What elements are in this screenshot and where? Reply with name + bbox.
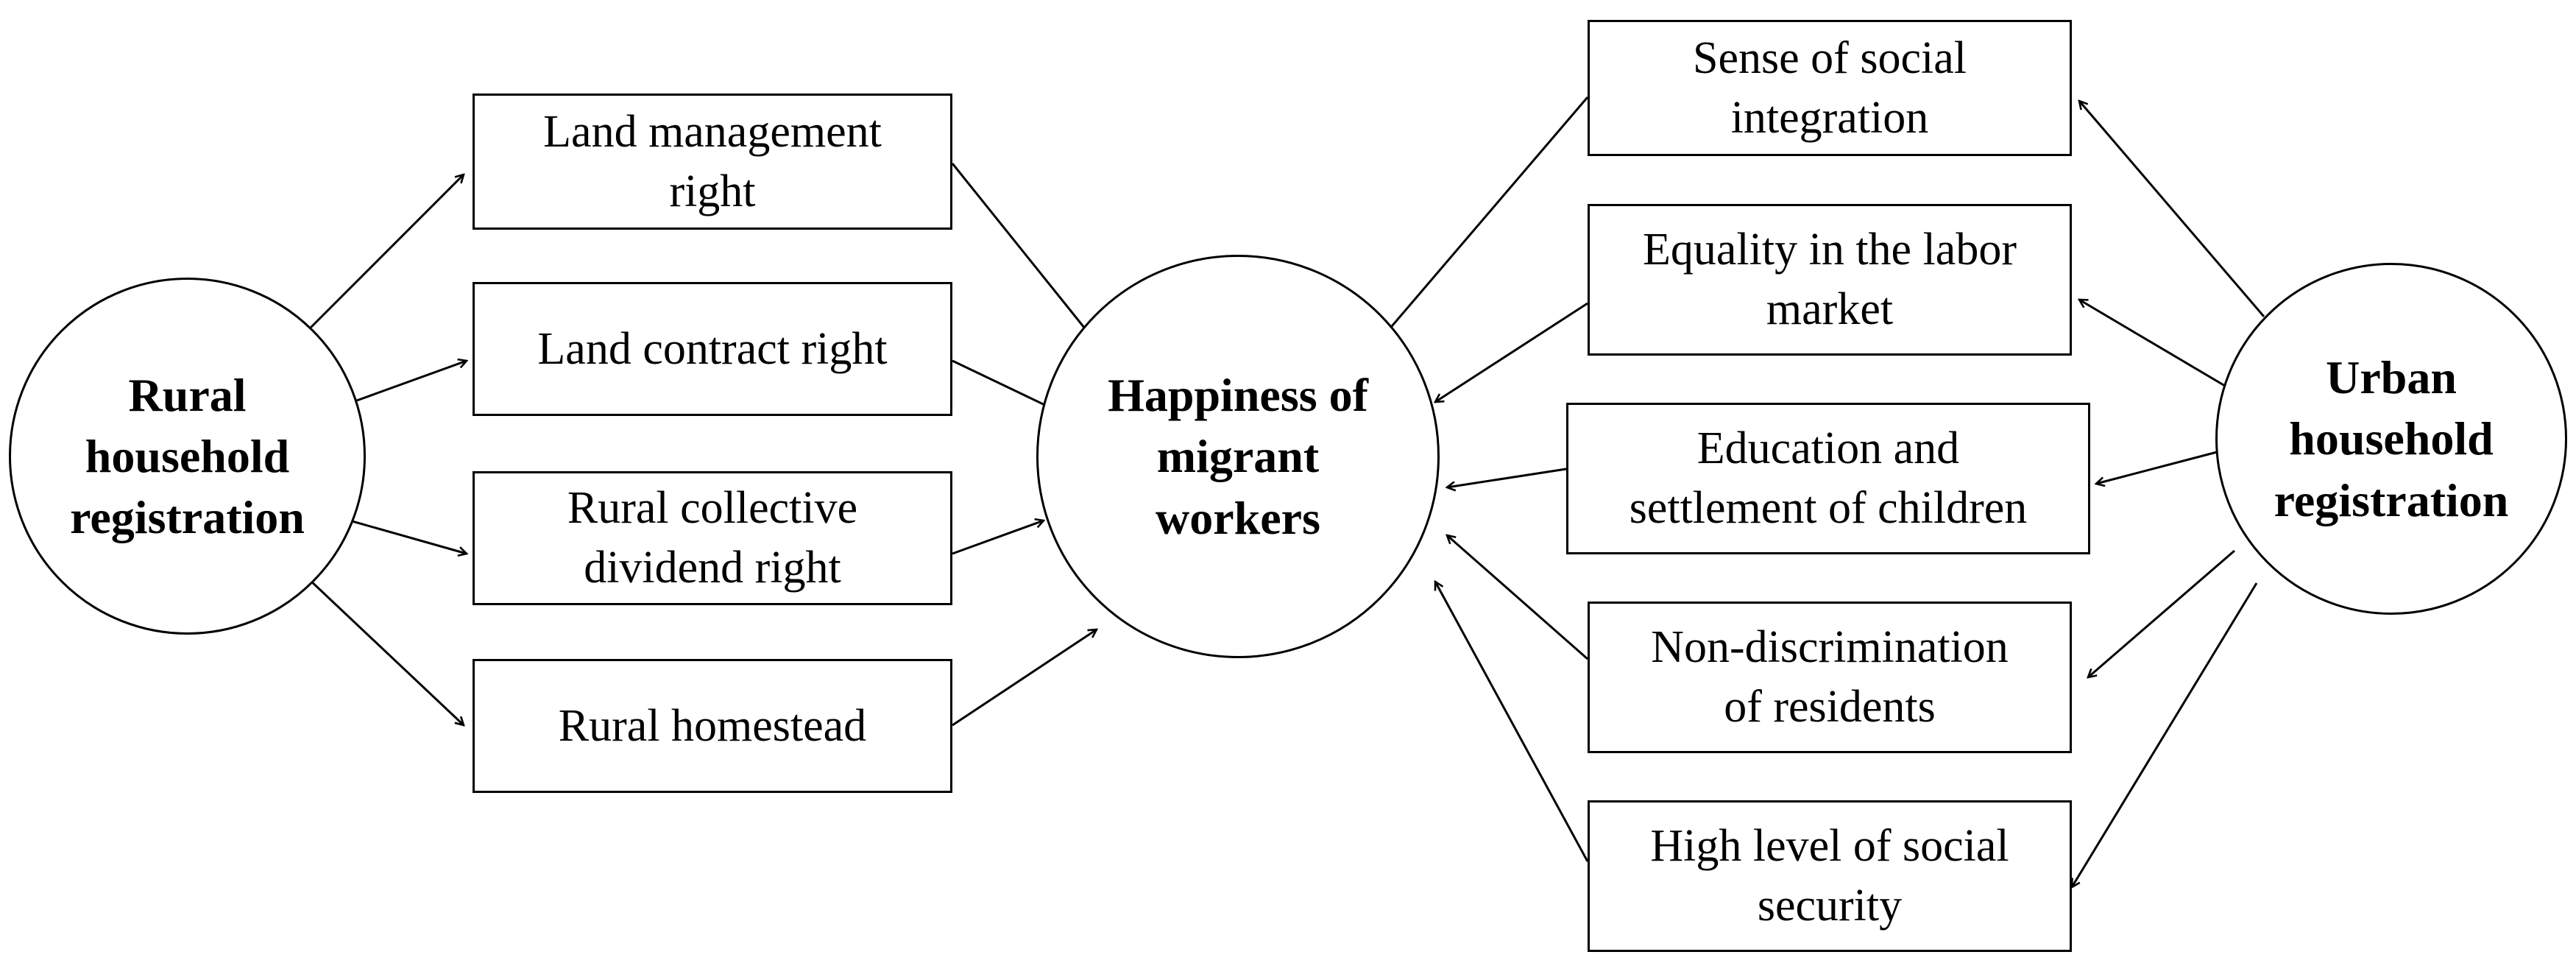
rural-homestead-box: Rural homestead [473, 659, 952, 793]
arrow-rural-to-homestead [308, 578, 464, 725]
high-level-social-security-label: High level of social security [1650, 821, 2009, 931]
land-management-right-box: Land management right [473, 94, 952, 230]
arrow-land-contract-to-happiness [952, 359, 1052, 409]
arrow-rural-to-land-management [308, 174, 464, 331]
arrow-urban-to-children-education [2096, 450, 2221, 484]
rural-collective-dividend-right-label: Rural collective dividend right [567, 483, 858, 593]
rural-collective-dividend-right-box: Rural collective dividend right [473, 471, 952, 605]
non-discrimination-of-residents-box: Non-discrimination of residents [1588, 602, 2072, 753]
land-management-right-label: Land management right [543, 106, 882, 216]
happiness-of-migrant-workers-label: Happiness of migrant workers [1108, 369, 1368, 544]
children-education-settlement-label: Education and settlement of children [1629, 423, 2028, 533]
arrow-rural-to-collective-dividend [349, 519, 467, 554]
urban-household-registration-label: Urban household registration [2274, 351, 2509, 526]
non-discrimination-of-residents-label: Non-discrimination of residents [1651, 622, 2009, 732]
land-contract-right-label: Land contract right [537, 323, 888, 374]
arrow-children-education-to-happiness [1447, 468, 1567, 487]
urban-household-registration-node: Urban household registration [2215, 263, 2567, 615]
arrow-urban-to-labor-equality [2079, 300, 2229, 389]
arrow-collective-dividend-to-happiness [952, 521, 1044, 555]
happiness-of-migrant-workers-node: Happiness of migrant workers [1036, 255, 1440, 658]
land-contract-right-box: Land contract right [473, 282, 952, 416]
arrow-rural-to-land-contract [354, 361, 467, 403]
sense-of-social-integration-box: Sense of social integration [1588, 20, 2072, 156]
children-education-settlement-box: Education and settlement of children [1566, 403, 2090, 554]
arrow-labor-equality-to-happiness [1435, 302, 1588, 402]
sense-of-social-integration-label: Sense of social integration [1693, 32, 1967, 143]
arrow-urban-to-social-security [2072, 582, 2258, 887]
rural-household-registration-node: Rural household registration [9, 278, 366, 635]
high-level-social-security-box: High level of social security [1588, 800, 2072, 952]
labor-market-equality-label: Equality in the labor market [1643, 225, 2017, 334]
arrow-homestead-to-happiness [952, 629, 1097, 727]
arrow-social-security-to-happiness [1434, 582, 1589, 862]
labor-market-equality-box: Equality in the labor market [1588, 204, 2072, 356]
arrow-urban-to-non-discrimination [2088, 549, 2235, 677]
rural-homestead-label: Rural homestead [558, 700, 867, 751]
arrow-land-management-to-happiness [951, 163, 1097, 343]
arrow-non-discrimination-to-happiness [1447, 535, 1588, 660]
arrow-social-integration-to-happiness [1384, 96, 1589, 336]
rural-household-registration-label: Rural household registration [70, 368, 305, 544]
arrow-urban-to-social-integration [2079, 101, 2265, 317]
